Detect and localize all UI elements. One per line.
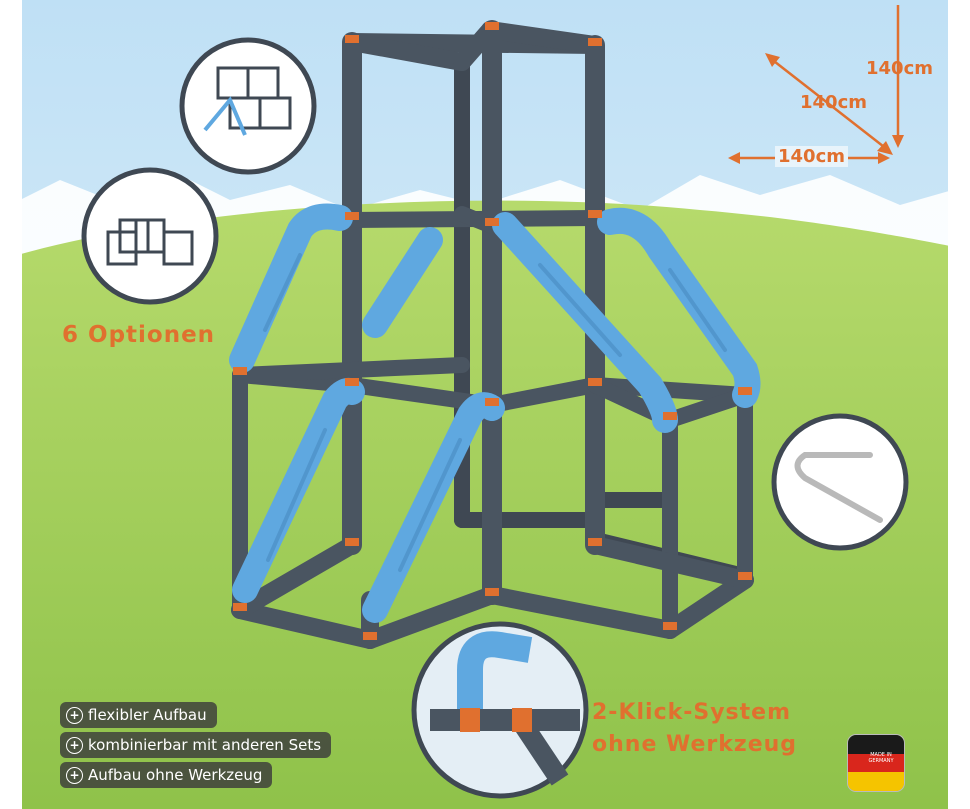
made-in-germany-badge: MADE IN GERMANY (848, 735, 904, 791)
dimension-arrows (728, 5, 904, 164)
feature-item: + flexibler Aufbau (60, 702, 217, 728)
feature-text: flexibler Aufbau (88, 706, 207, 724)
config-option-1-circle (179, 37, 317, 175)
options-label: 6 Optionen (62, 322, 216, 348)
badge-text: MADE IN GERMANY (868, 752, 894, 764)
feature-item: + Aufbau ohne Werkzeug (60, 762, 273, 788)
width-dimension-label: 140cm (775, 146, 848, 167)
peg-detail-circle (771, 413, 909, 551)
plus-circle-icon: + (66, 706, 83, 724)
click-system-subtitle: ohne Werkzeug (592, 732, 798, 757)
config-option-2-circle (81, 167, 219, 305)
click-system-detail-circle (411, 621, 589, 799)
climbing-frame (229, 20, 761, 649)
plus-circle-icon: + (66, 736, 83, 754)
click-system-title: 2-Klick-System (592, 700, 792, 725)
feature-text: Aufbau ohne Werkzeug (88, 766, 263, 784)
feature-text: kombinierbar mit anderen Sets (88, 736, 322, 754)
height-dimension-label: 140cm (866, 58, 933, 79)
feature-item: + kombinierbar mit anderen Sets (60, 732, 332, 758)
plus-circle-icon: + (66, 766, 83, 784)
feature-list: + flexibler Aufbau + kombinierbar mit an… (60, 702, 390, 792)
depth-dimension-label: 140cm (800, 92, 867, 113)
